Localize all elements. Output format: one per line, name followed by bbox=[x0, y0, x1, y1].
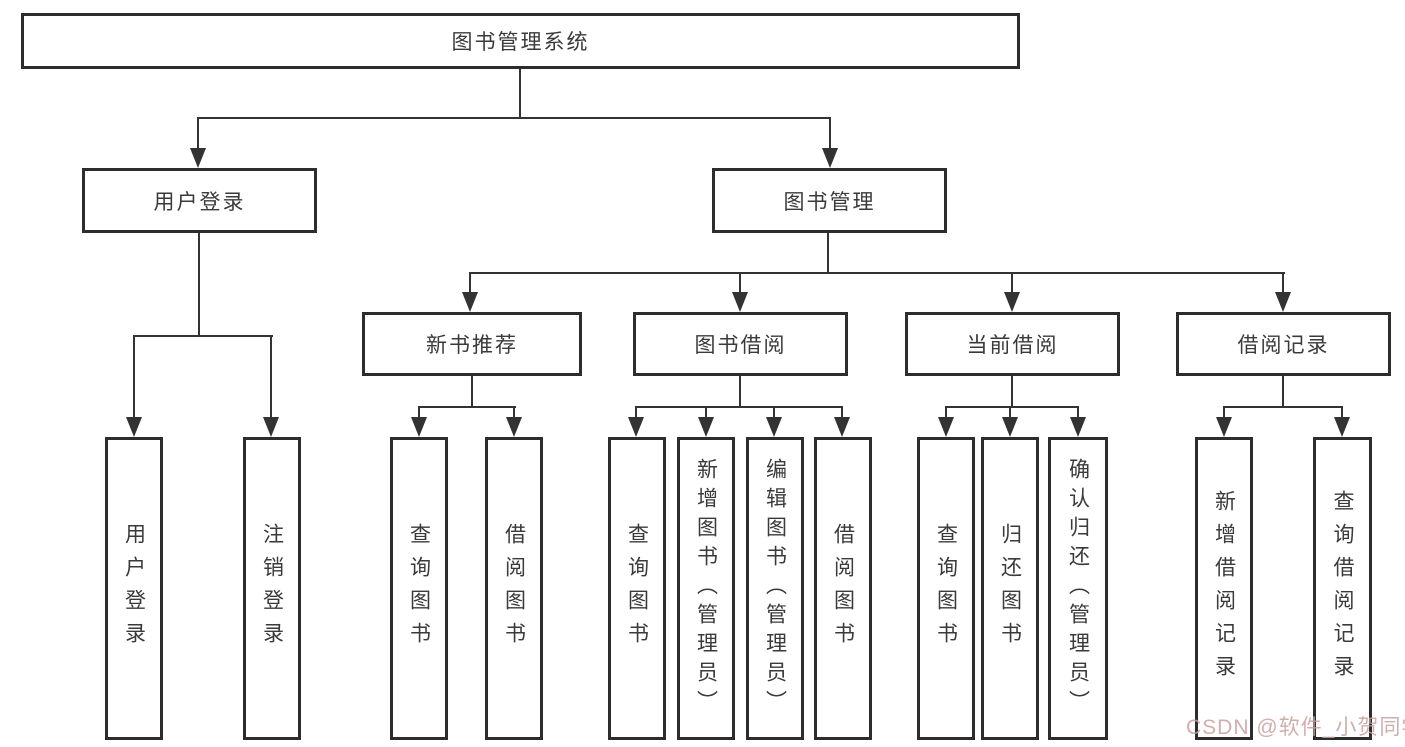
arrowhead-down-icon bbox=[834, 417, 850, 437]
node-label: 编辑图书（管理员） bbox=[763, 458, 787, 719]
node-label: 查询图书 bbox=[934, 522, 958, 655]
arrowhead-down-icon bbox=[822, 148, 838, 168]
node-label: 借阅记录 bbox=[1237, 334, 1330, 357]
connector bbox=[1011, 376, 1013, 408]
connector bbox=[705, 406, 707, 419]
connector bbox=[635, 406, 843, 408]
node-label: 查询图书 bbox=[625, 522, 649, 655]
node-label: 用户登录 bbox=[153, 190, 246, 214]
node-book-management-branch: 图书管理 bbox=[712, 168, 947, 233]
connector bbox=[418, 406, 516, 408]
arrowhead-down-icon bbox=[506, 417, 522, 437]
node-label: 新增借阅记录 bbox=[1212, 489, 1236, 688]
arrowhead-down-icon bbox=[126, 417, 142, 437]
connector bbox=[739, 376, 741, 408]
connector bbox=[469, 272, 1285, 274]
node-label: 注销登录 bbox=[260, 522, 284, 655]
node-library-management-system: 图书管理系统 bbox=[21, 13, 1020, 69]
leaf-recommend-borrow-books: 借阅图书 bbox=[485, 437, 543, 740]
arrowhead-down-icon bbox=[190, 148, 206, 168]
arrowhead-down-icon bbox=[1275, 292, 1291, 312]
node-label: 查询借阅记录 bbox=[1331, 489, 1354, 688]
leaf-current-query-books: 查询图书 bbox=[917, 437, 975, 740]
connector bbox=[418, 406, 420, 419]
leaf-return-books: 归还图书 bbox=[981, 437, 1039, 740]
connector bbox=[133, 335, 273, 337]
connector bbox=[197, 117, 831, 119]
node-label: 图书管理 bbox=[783, 190, 876, 214]
connector bbox=[513, 406, 515, 419]
node-new-book-recommend: 新书推荐 bbox=[362, 312, 582, 376]
connector bbox=[1011, 272, 1013, 294]
connector bbox=[1282, 272, 1284, 294]
arrowhead-down-icon bbox=[938, 417, 954, 437]
connector bbox=[1077, 406, 1079, 419]
leaf-logout: 注销登录 bbox=[243, 437, 301, 740]
csdn-watermark: CSDN @软件_小贺同学 bbox=[1186, 716, 1405, 739]
leaf-edit-books-admin: 编辑图书（管理员） bbox=[746, 437, 804, 740]
node-label: 当前借阅 bbox=[966, 334, 1059, 357]
connector bbox=[197, 117, 199, 150]
arrowhead-down-icon bbox=[411, 417, 427, 437]
connector bbox=[1223, 406, 1343, 408]
leaf-recommend-query-books: 查询图书 bbox=[390, 437, 448, 740]
node-current-borrowing: 当前借阅 bbox=[905, 312, 1120, 376]
connector bbox=[739, 272, 741, 294]
connector bbox=[945, 406, 947, 419]
leaf-query-borrow-record: 查询借阅记录 bbox=[1313, 437, 1372, 740]
connector bbox=[198, 233, 200, 337]
leaf-add-books-admin: 新增图书（管理员） bbox=[677, 437, 735, 740]
node-label: 图书管理系统 bbox=[451, 31, 590, 54]
arrowhead-down-icon bbox=[462, 292, 478, 312]
connector bbox=[519, 69, 521, 117]
connector bbox=[1282, 376, 1284, 408]
node-label: 图书借阅 bbox=[694, 334, 787, 357]
node-label: 归还图书 bbox=[998, 522, 1022, 655]
connector bbox=[945, 406, 1079, 408]
connector bbox=[635, 406, 637, 419]
node-label: 新增图书（管理员） bbox=[694, 458, 718, 719]
arrowhead-down-icon bbox=[1070, 417, 1086, 437]
connector bbox=[471, 376, 473, 408]
connector bbox=[133, 335, 135, 419]
connector bbox=[1009, 406, 1011, 419]
arrowhead-down-icon bbox=[766, 417, 782, 437]
connector bbox=[270, 335, 272, 419]
leaf-add-borrow-record: 新增借阅记录 bbox=[1195, 437, 1253, 740]
connector bbox=[1223, 406, 1225, 419]
connector bbox=[1341, 406, 1343, 419]
leaf-user-login: 用户登录 bbox=[105, 437, 163, 740]
arrowhead-down-icon bbox=[732, 292, 748, 312]
arrowhead-down-icon bbox=[263, 417, 279, 437]
node-label: 新书推荐 bbox=[426, 334, 518, 357]
node-book-borrowing: 图书借阅 bbox=[633, 312, 848, 376]
node-label: 确认归还（管理员） bbox=[1066, 458, 1090, 719]
arrowhead-down-icon bbox=[628, 417, 644, 437]
connector bbox=[469, 272, 471, 294]
arrowhead-down-icon bbox=[1002, 417, 1018, 437]
arrowhead-down-icon bbox=[1216, 417, 1232, 437]
node-label: 查询图书 bbox=[407, 522, 431, 655]
arrowhead-down-icon bbox=[698, 417, 714, 437]
node-borrowing-records: 借阅记录 bbox=[1176, 312, 1391, 376]
node-label: 借阅图书 bbox=[502, 522, 526, 655]
node-label: 用户登录 bbox=[122, 522, 146, 655]
connector bbox=[827, 233, 829, 274]
connector bbox=[829, 117, 831, 150]
arrowhead-down-icon bbox=[1004, 292, 1020, 312]
leaf-borrowing-query-books: 查询图书 bbox=[608, 437, 666, 740]
leaf-borrowing-borrow-books: 借阅图书 bbox=[814, 437, 872, 740]
arrowhead-down-icon bbox=[1334, 417, 1350, 437]
node-user-login-branch: 用户登录 bbox=[82, 168, 317, 233]
leaf-confirm-return-admin: 确认归还（管理员） bbox=[1048, 437, 1108, 740]
connector bbox=[773, 406, 775, 419]
node-label: 借阅图书 bbox=[831, 522, 855, 655]
connector bbox=[841, 406, 843, 419]
